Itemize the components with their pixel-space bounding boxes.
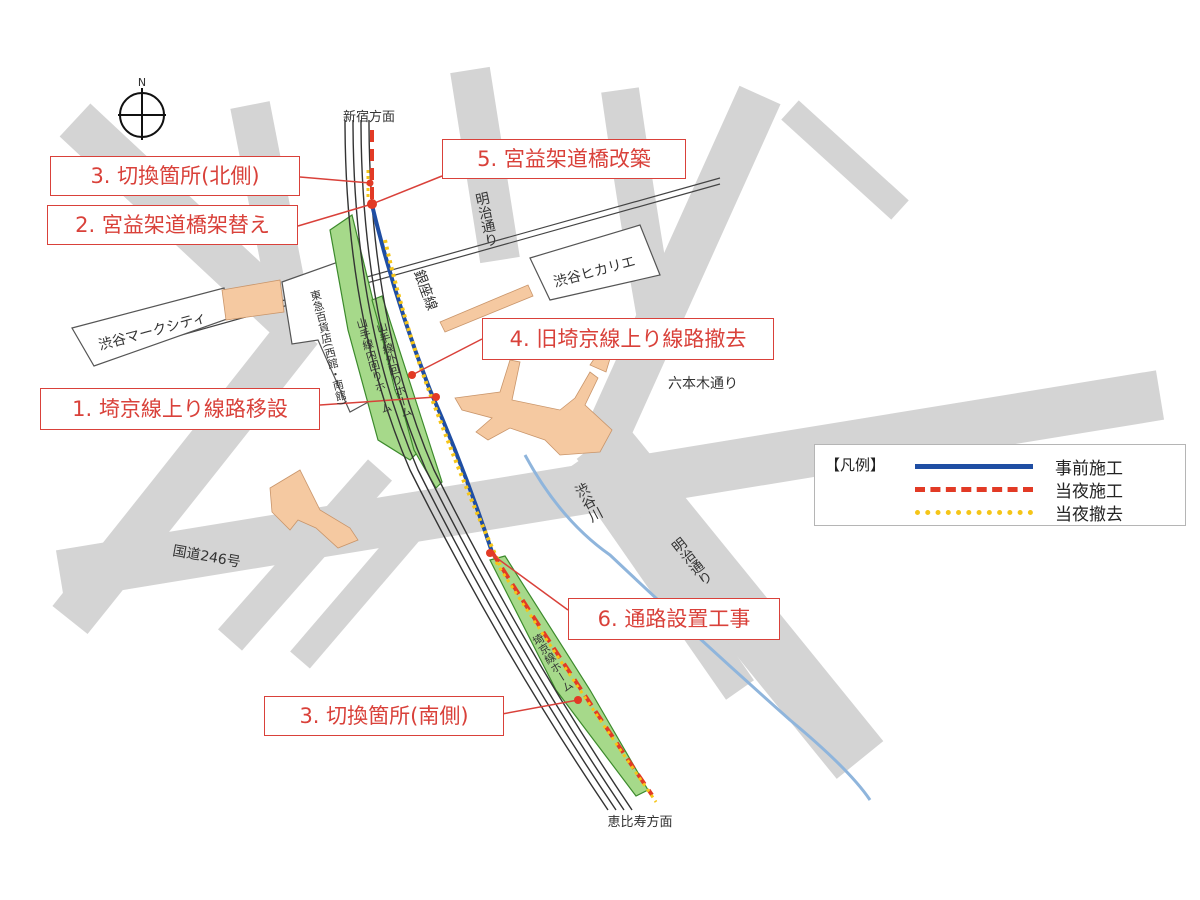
north-arrow-icon (118, 88, 166, 140)
railway-tracks (344, 119, 633, 811)
east-concourse (454, 359, 613, 456)
road-lower-diag (218, 459, 392, 651)
legend-item-night-construction: 当夜施工 (915, 477, 1175, 502)
legend-label: 当夜撤去 (1055, 505, 1123, 525)
mark-city-bridge (221, 279, 285, 321)
road-meiji-east (579, 85, 781, 460)
map-legend: 【凡例】 事前施工 当夜施工 当夜撤去 (814, 444, 1186, 526)
platform-yamanote-outer (371, 295, 443, 489)
legend-title: 【凡例】 (825, 456, 886, 474)
callout-track-relocation: 1. 埼京線上り線路移設 (40, 388, 320, 430)
road-lower-mid (290, 511, 430, 669)
legend-swatch-dashed (915, 487, 1033, 492)
legend-swatch-solid (915, 464, 1033, 469)
callout-old-track-removal: 4. 旧埼京線上り線路撤去 (482, 318, 774, 360)
legend-item-pre-construction: 事前施工 (915, 454, 1175, 479)
legend-label: 事前施工 (1055, 459, 1123, 479)
road-west-curve (52, 316, 318, 635)
legend-label: 当夜施工 (1055, 482, 1123, 502)
direction-north: 新宿方面 (343, 109, 395, 125)
callout-points (366, 179, 582, 704)
road-far-right (781, 100, 909, 220)
road-top-right (601, 87, 679, 344)
callout-passage-construction: 6. 通路設置工事 (568, 598, 780, 640)
street-ginza-line: 銀座線 (410, 268, 439, 313)
legend-swatch-dotted (915, 510, 1033, 515)
callout-switch-south: 3. 切換箇所(南側) (264, 696, 504, 736)
hikarie-passage (439, 284, 534, 333)
callout-leaders (297, 175, 579, 715)
legend-item-night-removal: 当夜撤去 (915, 500, 1175, 525)
hikarie-building (529, 224, 661, 301)
callout-bridge-rebuild: 5. 宮益架道橋改築 (442, 139, 686, 179)
underground-structures (221, 279, 613, 549)
callout-bridge-replace: 2. 宮益架道橋架替え (47, 205, 298, 245)
line-night-removal-south (494, 561, 658, 803)
street-roppongi: 六本木通り (668, 376, 738, 392)
south-structure-a (269, 469, 359, 549)
direction-south: 恵比寿方面 (607, 814, 672, 830)
compass-label: N (138, 76, 146, 89)
callout-switch-north: 3. 切換箇所(北側) (50, 156, 300, 196)
